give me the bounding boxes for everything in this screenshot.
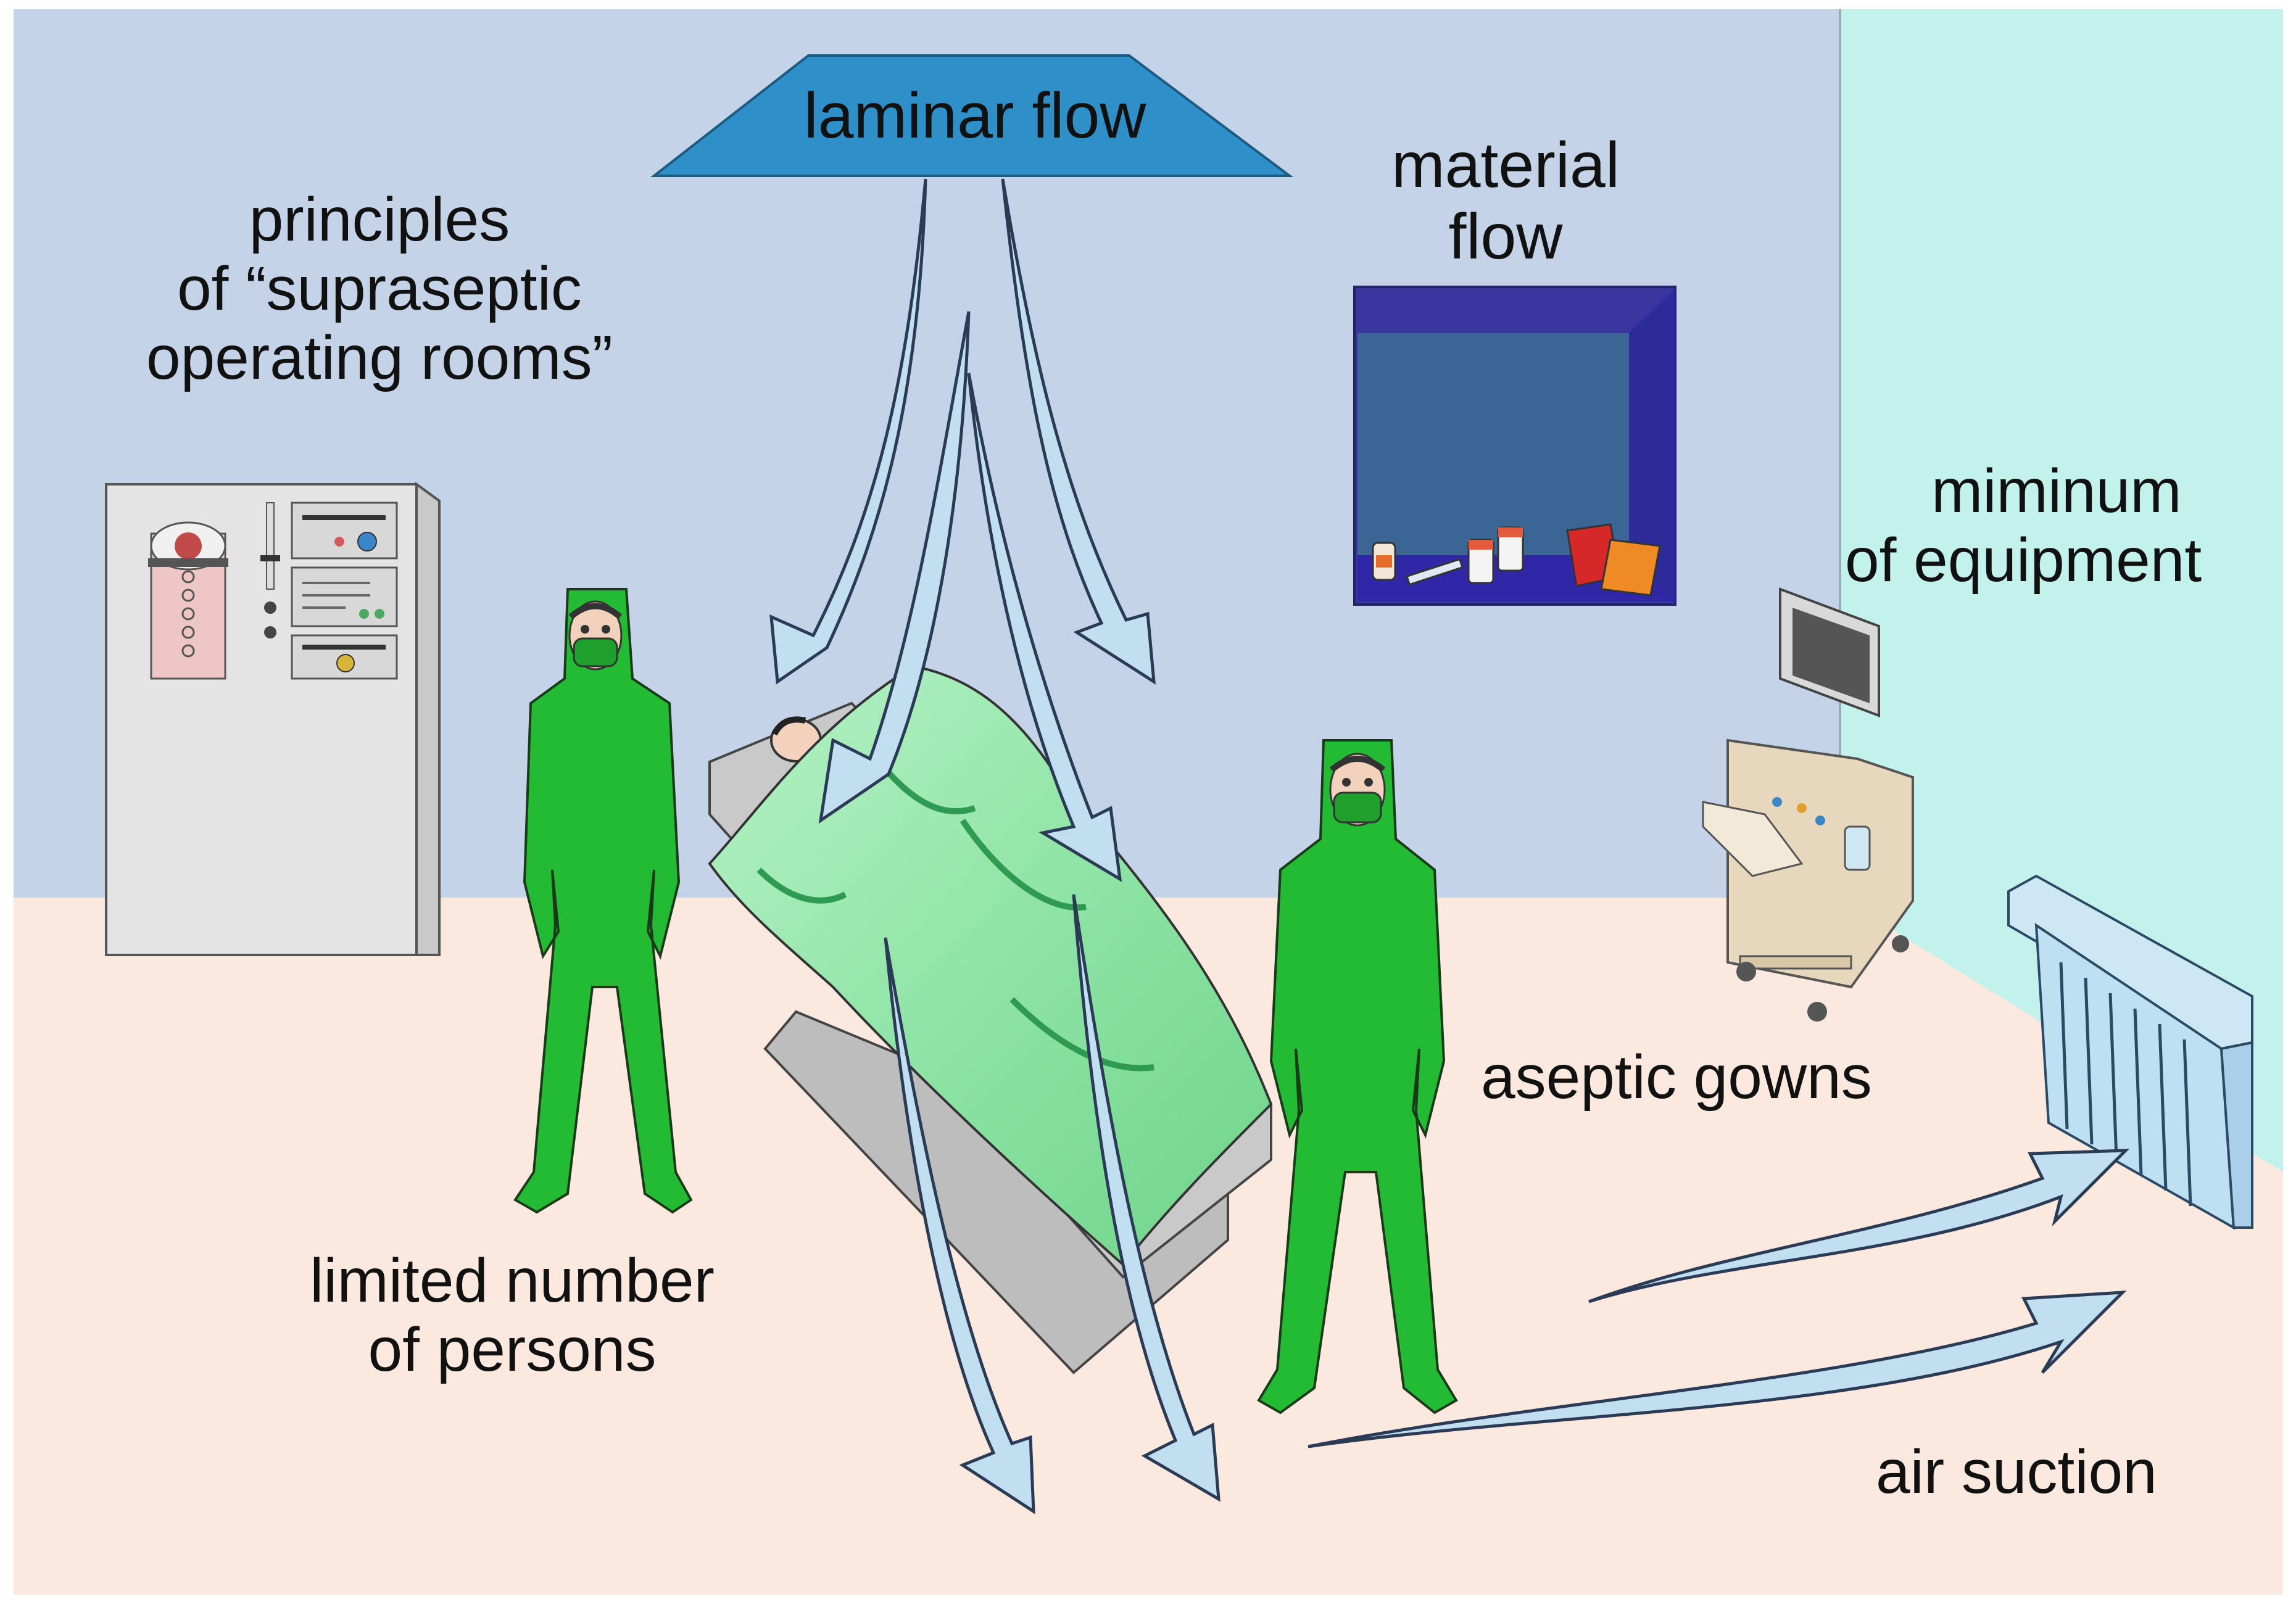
principles-line-2: of “supraseptic bbox=[177, 254, 582, 323]
material-flow-line-2: flow bbox=[1448, 201, 1563, 273]
laminar-flow-label: laminar flow bbox=[771, 80, 1179, 152]
limited-persons-label: limited number of persons bbox=[259, 1246, 765, 1384]
air-suction-label: air suction bbox=[1876, 1437, 2246, 1506]
airflow-arrow bbox=[1072, 894, 1221, 1502]
airflow-arrow bbox=[769, 178, 927, 685]
staff-left-body bbox=[513, 588, 693, 1214]
right-wall bbox=[1840, 9, 2283, 1172]
material-pass-through-icon bbox=[1353, 286, 1676, 606]
limited-persons-line-2: of persons bbox=[368, 1315, 657, 1384]
airflow-arrow bbox=[818, 311, 971, 824]
blood-bag-icon bbox=[1566, 523, 1661, 597]
person-in-gown-icon bbox=[513, 588, 693, 1214]
laminar-flow-text: laminar flow bbox=[803, 80, 1146, 152]
aseptic-gowns-text: aseptic gowns bbox=[1481, 1043, 1872, 1112]
limited-persons-line-1: limited number bbox=[310, 1246, 715, 1315]
principles-label: principles of “supraseptic operating roo… bbox=[93, 185, 666, 392]
anesthesia-cabinet-icon bbox=[105, 482, 441, 956]
laminar-flow-panel bbox=[650, 54, 1293, 177]
patient-on-table-icon bbox=[708, 664, 1273, 1374]
patient-hair bbox=[771, 716, 806, 736]
minimum-equipment-line-2: of equipment bbox=[1845, 526, 2202, 595]
airflow-arrow bbox=[1588, 1149, 2130, 1303]
aseptic-gowns-label: aseptic gowns bbox=[1481, 1043, 1962, 1112]
material-flow-line-1: material bbox=[1391, 130, 1620, 201]
minimum-equipment-line-1: miminum bbox=[1931, 456, 2182, 526]
airflow-arrow bbox=[1308, 1291, 2127, 1448]
principles-line-3: operating rooms” bbox=[146, 323, 613, 392]
principles-line-1: principles bbox=[249, 185, 510, 254]
specimen-jars-icon bbox=[1467, 526, 1524, 584]
staff-right-body bbox=[1257, 739, 1458, 1415]
airflow-arrow bbox=[1001, 178, 1156, 685]
syringe-icon bbox=[1406, 558, 1464, 586]
medicine-bottle-icon bbox=[1372, 542, 1396, 581]
airflow-arrow bbox=[884, 937, 1035, 1514]
airflow-arrows bbox=[769, 178, 2130, 1514]
air-suction-text: air suction bbox=[1876, 1437, 2157, 1506]
ultrasound-machine-icon bbox=[1702, 587, 1914, 1022]
air-vent-icon bbox=[2007, 874, 2253, 1230]
minimum-equipment-label: miminum of equipment bbox=[1845, 456, 2296, 595]
material-flow-label: material flow bbox=[1339, 130, 1672, 273]
person-in-gown-icon bbox=[1257, 739, 1458, 1415]
airflow-arrow bbox=[967, 373, 1122, 882]
